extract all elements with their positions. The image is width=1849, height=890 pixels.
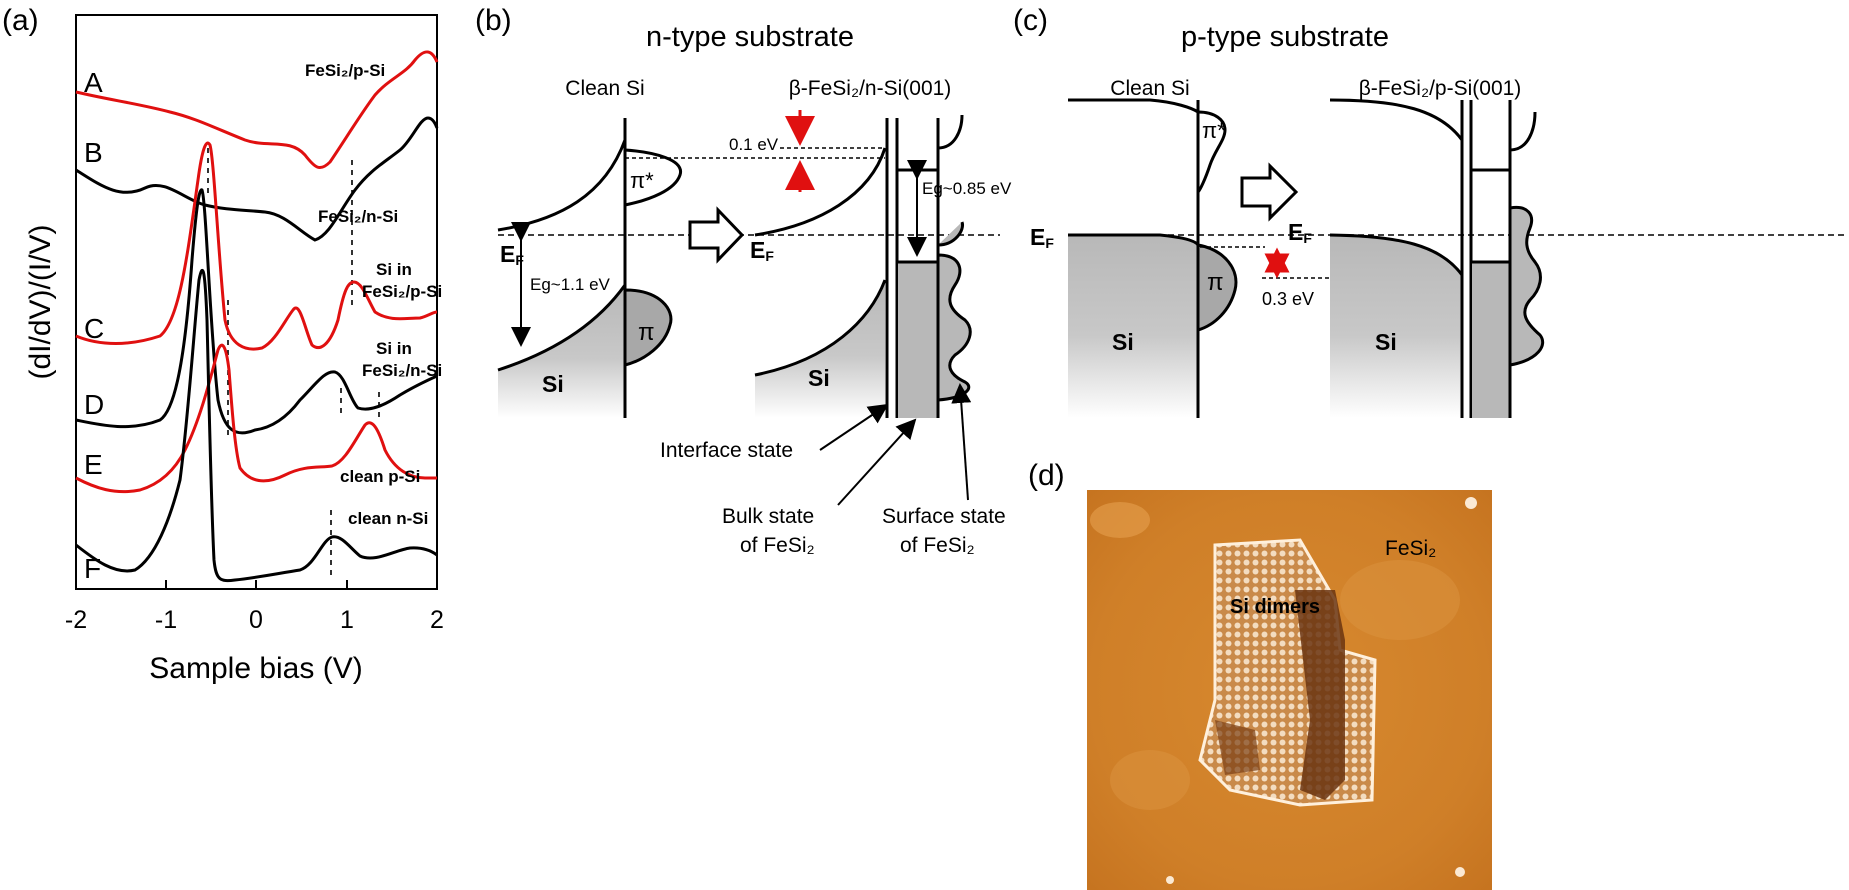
curve-F [75, 268, 438, 583]
x-axis-ticks [75, 580, 438, 589]
shift-label: 0.1 eV [729, 135, 779, 154]
fesi2-label: FeSi₂ [1385, 537, 1436, 560]
bulk-state-label: Bulk state [722, 505, 814, 528]
fesi2-n-title: β-FeSi₂/n-Si(001) [789, 77, 952, 100]
surface-state-label: Surface state [882, 505, 1006, 528]
curve-letter: A [84, 67, 103, 98]
pi-label: π [1207, 269, 1224, 296]
curve-letter: F [84, 553, 101, 584]
si-valence-fill [755, 280, 885, 418]
annotation-D: Si in [376, 339, 412, 358]
annotation-D: FeSi₂/n-Si [362, 361, 442, 380]
valence-band-edge [1329, 233, 1464, 276]
pointer-arrow [819, 403, 889, 451]
tick-label: 2 [430, 606, 444, 634]
transition-arrow-icon [688, 206, 745, 264]
si-valence-fill [498, 285, 625, 418]
surface-cb-dos [1509, 111, 1537, 152]
curve-letter: E [84, 449, 103, 480]
pi-star-label: π* [630, 168, 654, 193]
si-label: Si [542, 371, 564, 397]
annotation-A: FeSi₂/p-Si [305, 61, 385, 80]
annotation-C: FeSi₂/p-Si [362, 282, 442, 301]
panel-c-title: p-type substrate [1181, 21, 1389, 53]
ef-label: EF [500, 241, 524, 268]
ef-label: EF [1288, 219, 1312, 246]
curve-D [75, 188, 438, 435]
fesi2-p-title: β-FeSi₂/p-Si(001) [1359, 77, 1522, 100]
conduction-band-edge [497, 139, 627, 232]
annotation-C: Si in [376, 260, 412, 279]
bulk-state-label: of FeSi₂ [740, 534, 815, 557]
eg-right-label: Eg~0.85 eV [922, 179, 1012, 198]
annotation-E: clean p-Si [340, 467, 420, 486]
ef-label: EF [750, 237, 774, 264]
fesi2-conduction-band [897, 118, 940, 172]
clean-si-title: Clean Si [565, 77, 644, 100]
annotation-B: FeSi₂/n-Si [318, 207, 398, 226]
tick-label: 1 [340, 606, 354, 634]
tick-label: 0 [249, 606, 263, 634]
si-dimers-label: Si dimers [1230, 596, 1320, 618]
eg-left-label: Eg~1.1 eV [530, 275, 611, 294]
pi-star-state [624, 148, 682, 207]
si-label: Si [1375, 329, 1397, 355]
panel-a-label: (a) [2, 4, 39, 37]
stm-image [1087, 490, 1492, 890]
surface-cb-dos [937, 114, 964, 150]
transition-arrow-icon [1240, 162, 1299, 222]
si-label: Si [1112, 329, 1134, 355]
curve-letter: B [84, 137, 103, 168]
panel-b-title: n-type substrate [646, 21, 854, 53]
si-valence-fill [1330, 235, 1462, 418]
x-axis-label: Sample bias (V) [149, 652, 362, 685]
ef-label: EF [1030, 224, 1054, 251]
clean-si-title: Clean Si [1110, 77, 1189, 100]
pi-state [623, 288, 673, 367]
conduction-band-edge [1068, 98, 1199, 114]
plot-frame [75, 14, 438, 590]
conduction-band-edge [754, 147, 887, 237]
curve-B [75, 116, 439, 242]
si-label: Si [808, 365, 830, 391]
conduction-band-edge [1329, 98, 1464, 141]
fesi2-valence-fill [1472, 262, 1510, 418]
pi-label: π [638, 319, 655, 346]
valence-band-edge [497, 284, 627, 372]
fesi2-conduction-band [1471, 100, 1512, 172]
curve-letter: D [84, 389, 104, 420]
panel-b-label: (b) [475, 4, 512, 37]
surface-state-dos [1508, 205, 1545, 367]
curve-A [75, 50, 439, 170]
pi-star-state [1196, 110, 1227, 194]
tick-label: -2 [65, 606, 87, 634]
pointer-arrow [837, 418, 917, 506]
pointer-arrow [951, 383, 972, 501]
annotation-F: clean n-Si [348, 509, 428, 528]
fesi2-valence-fill [898, 262, 938, 418]
panel-c-label: (c) [1013, 4, 1048, 37]
y-axis-label: (dI/dV)/(I/V) [24, 224, 57, 379]
surface-state-label: of FeSi₂ [900, 534, 975, 557]
panel-d-label: (d) [1028, 459, 1065, 492]
shift-label: 0.3 eV [1262, 289, 1314, 309]
interface-state-label: Interface state [660, 439, 793, 462]
curve-C [75, 141, 438, 351]
surface-state-dos [936, 221, 972, 402]
curve-letter: C [84, 313, 104, 344]
pi-star-label: π* [1202, 118, 1226, 143]
si-valence-fill [1068, 235, 1198, 418]
valence-band-edge [754, 279, 887, 377]
pi-state [1196, 243, 1238, 333]
tick-label: -1 [155, 606, 177, 634]
